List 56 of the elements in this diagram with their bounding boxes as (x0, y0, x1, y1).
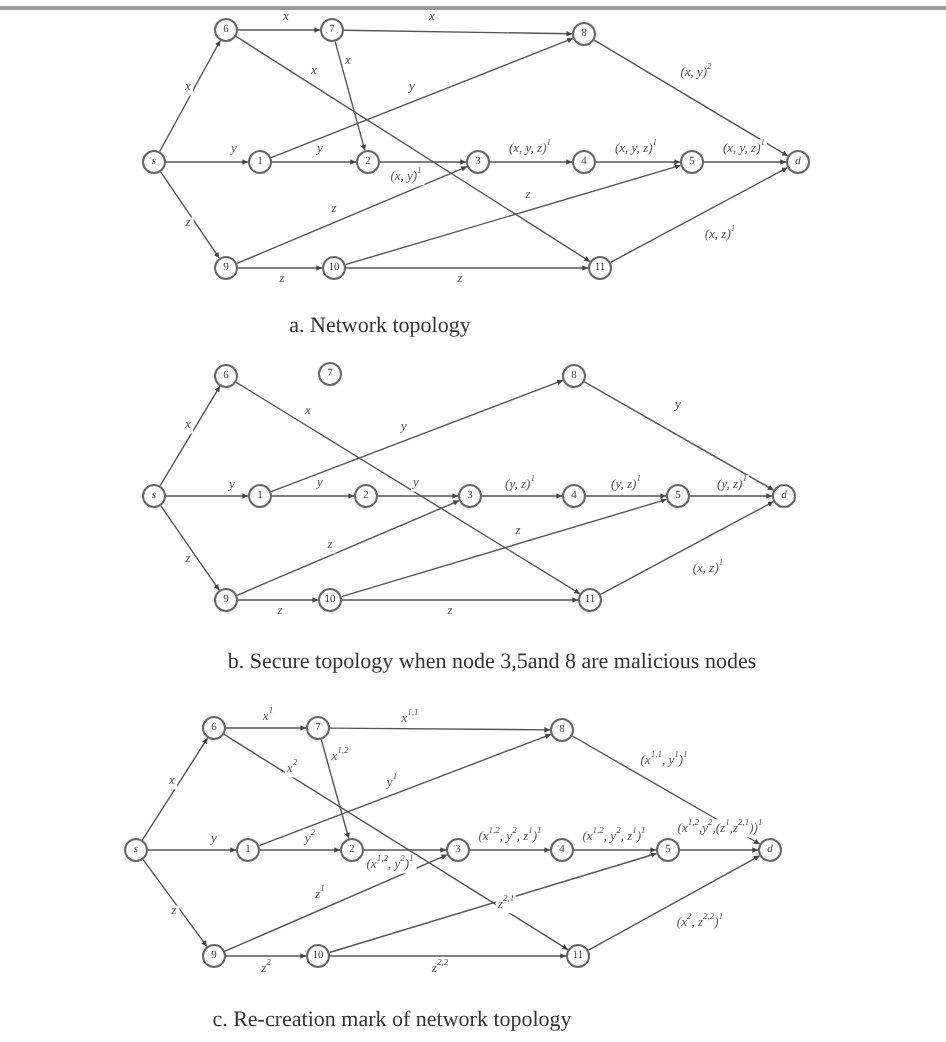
arrow (599, 500, 775, 596)
figure-caption: c. Re-creation mark of network topology (212, 1008, 572, 1032)
arrow (609, 166, 789, 264)
arrow (345, 265, 589, 271)
arrow (236, 500, 460, 596)
arrow (344, 164, 682, 266)
arrow (235, 381, 581, 595)
arrow (237, 597, 319, 603)
arrow (258, 733, 552, 847)
arrow (237, 27, 321, 33)
arrow (703, 159, 787, 165)
arrow (329, 953, 567, 959)
arrow (271, 493, 355, 499)
arrow (320, 738, 350, 840)
arrow (689, 493, 773, 499)
arrow (147, 847, 237, 853)
arrow (236, 165, 468, 265)
arrow (259, 847, 341, 853)
arrow (225, 953, 307, 959)
arrow (225, 725, 307, 731)
arrow (165, 493, 249, 499)
arrow (160, 171, 220, 259)
arrow (159, 39, 221, 153)
arrow (587, 855, 761, 951)
figure-caption: a. Network topology (289, 314, 471, 338)
arrow (165, 159, 249, 165)
arrow (270, 37, 574, 159)
arrow (379, 159, 467, 165)
arrow (341, 597, 579, 603)
arrow (343, 29, 573, 37)
arrow (271, 159, 357, 165)
arrow (270, 379, 564, 493)
arrow (583, 381, 775, 491)
arrow (141, 737, 209, 841)
arrow (329, 727, 551, 733)
arrow (340, 498, 668, 598)
arrow (585, 493, 667, 499)
arrow (159, 385, 221, 487)
arrow (595, 159, 681, 165)
arrow (237, 265, 323, 271)
arrow (223, 733, 569, 951)
arrow (235, 35, 591, 263)
arrow (224, 854, 448, 952)
arrow (160, 505, 220, 591)
arrow (334, 40, 367, 152)
arrow (363, 847, 447, 853)
arrow (481, 493, 563, 499)
arrow (142, 858, 208, 948)
arrow (377, 493, 459, 499)
arrow (679, 847, 759, 853)
arrow (469, 847, 551, 853)
arrow (328, 852, 658, 954)
arrow (573, 847, 657, 853)
figure-caption: b. Secure topology when node 3,5and 8 are malicious nodes (227, 650, 757, 674)
arrow (593, 39, 789, 157)
arrow (489, 159, 573, 165)
